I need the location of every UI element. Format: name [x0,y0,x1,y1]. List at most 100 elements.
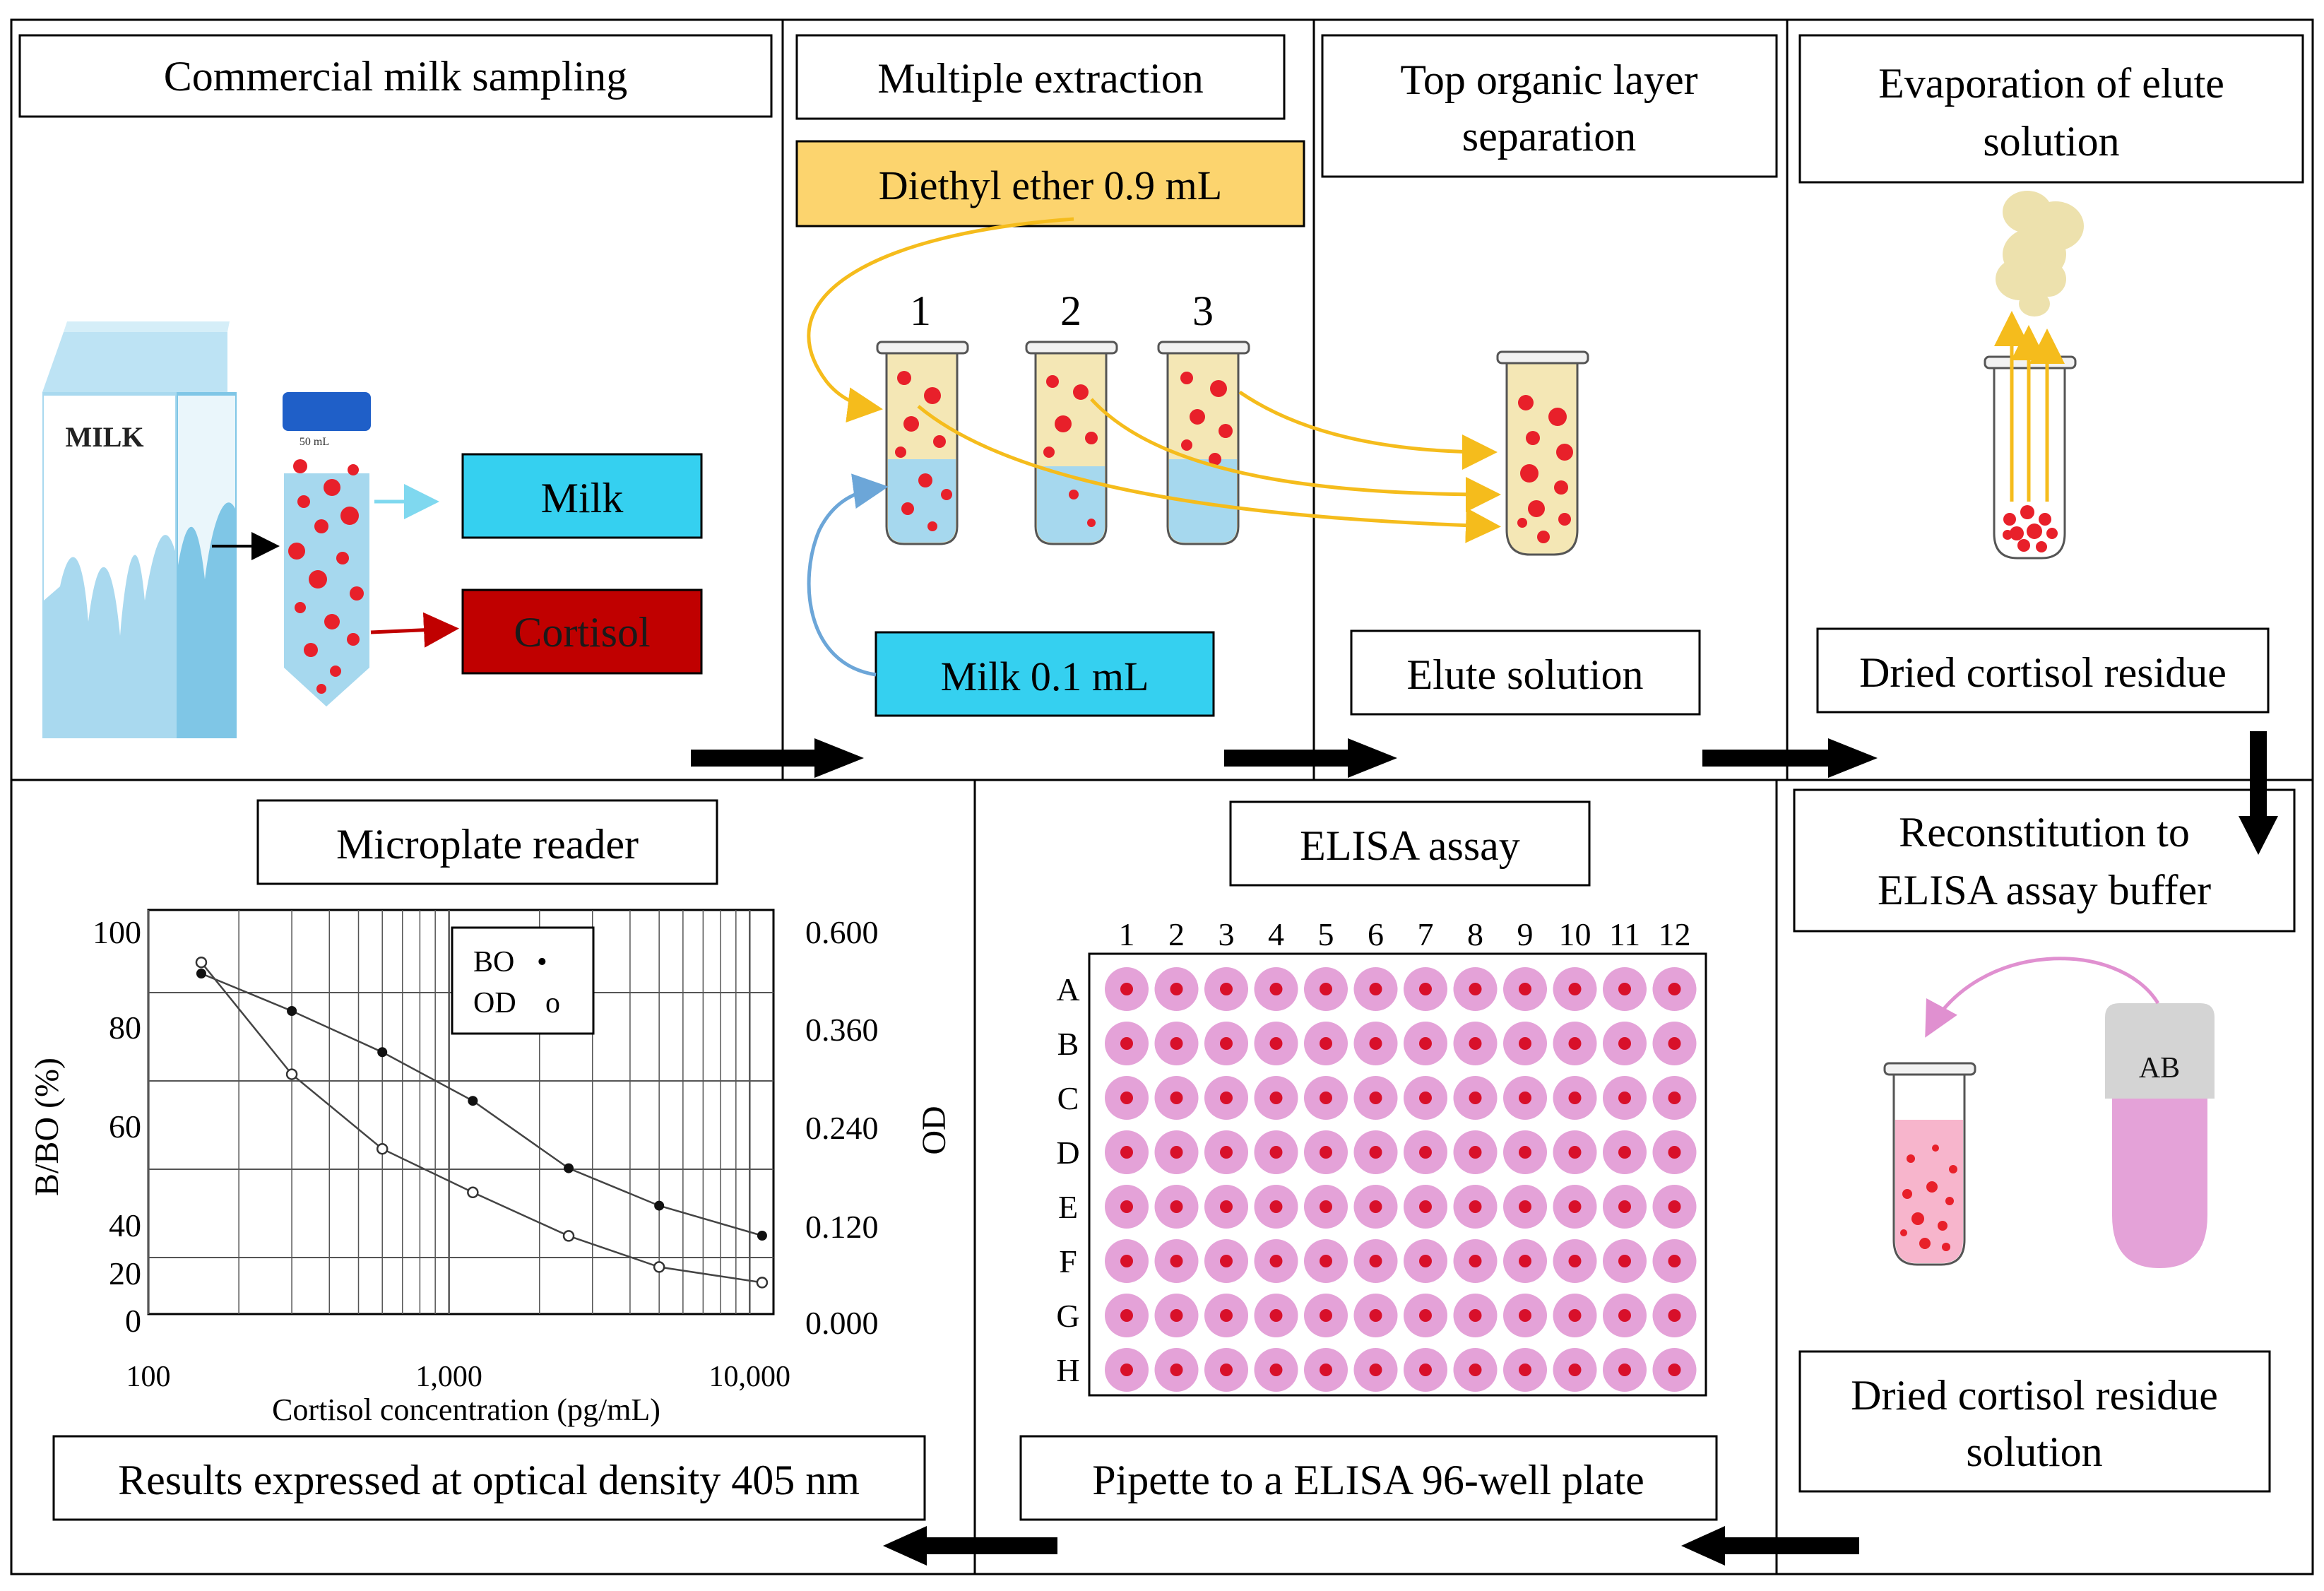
series-point-bo [564,1163,574,1173]
well-dot [1269,1255,1283,1267]
extraction-tube-3 [1157,341,1250,545]
well-dot [1120,1200,1133,1213]
series-point-od [285,1068,298,1080]
chart-right-axis-label: OD [915,1106,953,1154]
well-dot [1668,1200,1681,1213]
well-dot [1320,1146,1332,1159]
step5-title-line1: Reconstitution to [1899,809,2190,856]
chart-right-tick-label: 0.000 [805,1305,879,1341]
extraction-tube-particles [895,371,1233,531]
plate-column-label: 2 [1168,916,1185,952]
well-dot [1519,1146,1531,1159]
well-dot [1618,1092,1631,1104]
pipette-caption-box [1019,1435,1718,1521]
plate-row-label: B [1057,1026,1079,1062]
step3-title-line1: Top organic layer [1400,57,1697,103]
well-dot [1419,1364,1432,1376]
well-dot [1419,1092,1432,1104]
step7-title: Microplate reader [336,821,639,868]
well-dot [1170,1092,1183,1104]
well-dot [1469,983,1482,995]
well-dot [1120,1146,1133,1159]
well-dot [1469,1200,1482,1213]
plate-column-label: 12 [1659,916,1691,952]
plate-row-label: E [1058,1189,1078,1225]
series-point-bo [757,1231,767,1241]
tube-number-3: 3 [1192,288,1214,334]
residue-solution-line1: Dried cortisol residue [1851,1372,2218,1419]
milk-label: Milk [541,475,624,521]
cortisol-label-box [461,589,703,675]
results-caption-box [52,1435,926,1521]
elute-tube [1496,350,1589,556]
well-dot [1668,983,1681,995]
diethyl-ether-label: Diethyl ether 0.9 mL [879,162,1222,208]
well-dot [1618,1255,1631,1267]
well-dot [1320,983,1332,995]
reconstitution-tube [1883,1062,1976,1266]
sample-tube-particles [288,459,364,694]
series-point-od [562,1230,575,1242]
well-dot [1220,1037,1233,1050]
elute-solution-label: Elute solution [1407,651,1644,698]
legend-bo-marker: • [537,946,547,978]
well-dot [1519,1255,1531,1267]
well-dot [1369,1364,1382,1376]
pipette-caption: Pipette to a ELISA 96-well plate [1092,1457,1644,1503]
well-dot [1668,1037,1681,1050]
plate-row-label: H [1056,1352,1079,1388]
well-dot [1618,1309,1631,1322]
well-dot [1668,1255,1681,1267]
well-dot [1320,1037,1332,1050]
extraction-tube-1 [876,341,969,545]
plate-column-label: 6 [1368,916,1384,952]
assay-buffer-bottle: AB [2105,1003,2215,1268]
plate-column-label: 10 [1559,916,1591,952]
milk-carton: MILK [42,321,237,738]
well-dot [1170,1200,1183,1213]
well-dot [1269,1146,1283,1159]
dried-residue-box [1816,627,2270,714]
chart-left-tick-label: 80 [109,1010,141,1046]
chart-right-tick-label: 0.120 [805,1209,879,1245]
elute-solution-box [1350,629,1701,716]
residue-solution-box [1798,1350,2271,1493]
step2-title: Multiple extraction [877,55,1204,102]
well-dot [1519,1364,1531,1376]
chart-right-tick-label: 0.600 [805,914,879,950]
well-dot [1668,1364,1681,1376]
series-point-bo [377,1047,388,1058]
well-dot [1269,1037,1283,1050]
well-dot [1618,1200,1631,1213]
milk-volume-label: Milk 0.1 mL [941,653,1149,699]
well-dot [1568,983,1582,995]
plate-row-label: F [1059,1243,1077,1279]
well-dot [1220,1200,1233,1213]
step1-title: Commercial milk sampling [164,53,628,100]
plate-row-label: D [1056,1135,1079,1171]
well-dot [1469,1255,1482,1267]
plate-column-label: 4 [1268,916,1284,952]
flow-arrow-5 [883,1526,1057,1566]
chart-x-tick-label: 1,000 [415,1361,482,1393]
well-dot [1419,1037,1432,1050]
results-caption: Results expressed at optical density 405… [118,1457,860,1503]
legend-od-marker: o [545,987,560,1019]
well-dot [1469,1146,1482,1159]
step-layer-separation: Top organic layer separation Elute solut… [917,34,1778,716]
diethyl-ether-box [795,140,1305,227]
well-dot [1519,1309,1531,1322]
plate-row-label: A [1056,971,1079,1007]
well-dot [1469,1364,1482,1376]
series-point-od [195,956,208,969]
plate-row-label: G [1056,1298,1079,1334]
well-dot [1120,1037,1133,1050]
tube-number-1: 1 [910,288,931,334]
well-dot [1469,1092,1482,1104]
series-point-od [467,1186,479,1199]
plate-wells [1105,967,1697,1392]
well-dot [1668,1146,1681,1159]
milk-volume-box [875,631,1215,717]
